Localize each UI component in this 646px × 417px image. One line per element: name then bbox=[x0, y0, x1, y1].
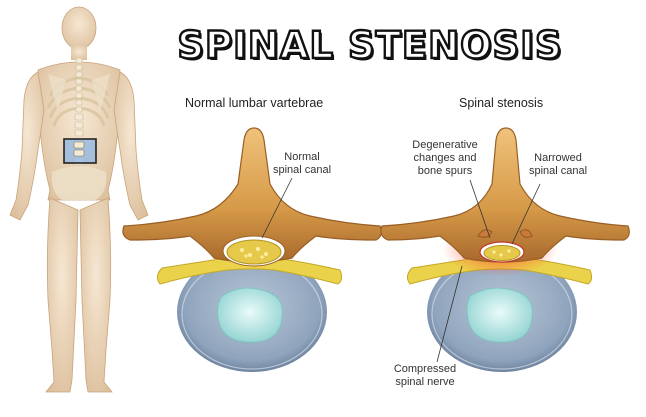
right-scapula bbox=[92, 74, 110, 112]
callout-normal-spinal-canal: Normal spinal canal bbox=[272, 151, 332, 176]
panel-label-normal: Normal lumbar vartebrae bbox=[185, 96, 324, 110]
normal-vertebra-illustration bbox=[122, 127, 382, 372]
normal-nucleus bbox=[216, 287, 284, 343]
compressed-spinal-cord bbox=[483, 245, 521, 261]
panel-label-stenosis: Spinal stenosis bbox=[459, 96, 544, 110]
pelvis bbox=[51, 166, 107, 200]
bone-spur-left bbox=[477, 229, 493, 238]
normal-bony-arch bbox=[122, 127, 382, 263]
stenosis-nucleus bbox=[466, 287, 534, 343]
normal-canal-leader-line bbox=[261, 177, 293, 239]
left-scapula bbox=[48, 74, 66, 112]
stenosis-bony-arch bbox=[380, 127, 630, 263]
normal-spinal-cord bbox=[226, 239, 282, 265]
diagram-title: SPINAL STENOSIS bbox=[176, 23, 563, 68]
callout-narrowed-spinal-canal: Narrowed spinal canal bbox=[528, 152, 588, 177]
human-back-figure bbox=[9, 6, 149, 393]
spurs-leader-line bbox=[469, 179, 491, 239]
callout-degenerative-changes: Degenerative changes and bone spurs bbox=[412, 139, 478, 177]
bone-spur-right bbox=[519, 229, 533, 238]
compressed-nerve-leader-line bbox=[436, 265, 463, 363]
stenosis-vertebra-illustration bbox=[380, 127, 630, 372]
callout-compressed-spinal-nerve: Compressed spinal nerve bbox=[393, 363, 457, 388]
narrowed-canal-leader-line bbox=[511, 183, 541, 245]
